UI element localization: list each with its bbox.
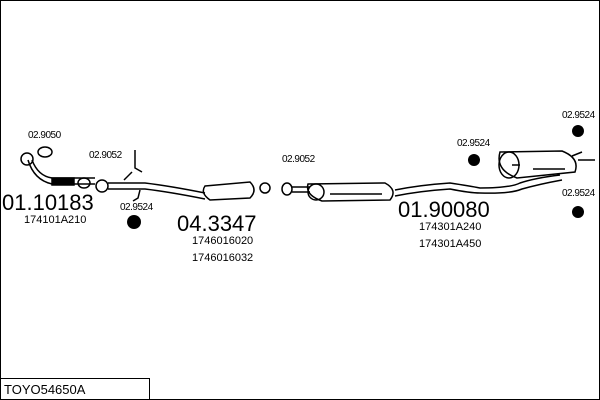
hanger-mid-label: 02.9524: [457, 138, 490, 149]
gasket-mid2-label: 02.9052: [282, 154, 315, 165]
part-number-front: 01.10183: [2, 190, 94, 215]
hanger-mid-icon: [468, 154, 480, 166]
part-ref: 1746016020: [192, 235, 254, 247]
gasket-mid1-label: 02.9052: [89, 150, 122, 161]
cat-converter: [202, 181, 255, 201]
part-ref: 174301A240: [419, 221, 482, 233]
part-ref: 174301A450: [419, 238, 482, 250]
part-number-cat: 04.3347: [177, 211, 257, 236]
flange-front: [20, 152, 34, 166]
hanger-rear-bottom-icon: [572, 206, 584, 218]
gasket-mid2: [281, 182, 293, 196]
hanger-front-icon: [127, 215, 141, 229]
hanger-front-label: 02.9524: [120, 202, 153, 213]
hanger-rear-top-label: 02.9524: [562, 110, 595, 121]
part-ref: 1746016032: [192, 252, 254, 264]
hanger-rear-top-icon: [572, 125, 584, 137]
part-ref: 174101A210: [24, 214, 87, 226]
flex-joint: [51, 177, 75, 186]
hanger-rear-bottom-label: 02.9524: [562, 188, 595, 199]
mid-pipe: [108, 182, 206, 200]
diagram-code: TOYO54650A: [0, 378, 150, 399]
gasket-front: [37, 146, 53, 158]
gasket-front-label: 02.9050: [28, 130, 61, 141]
rear-silencer: [498, 150, 577, 179]
tail-pipe: [394, 174, 563, 197]
gasket-mid1: [95, 179, 109, 193]
part-number-rear: 01.90080: [398, 197, 490, 222]
